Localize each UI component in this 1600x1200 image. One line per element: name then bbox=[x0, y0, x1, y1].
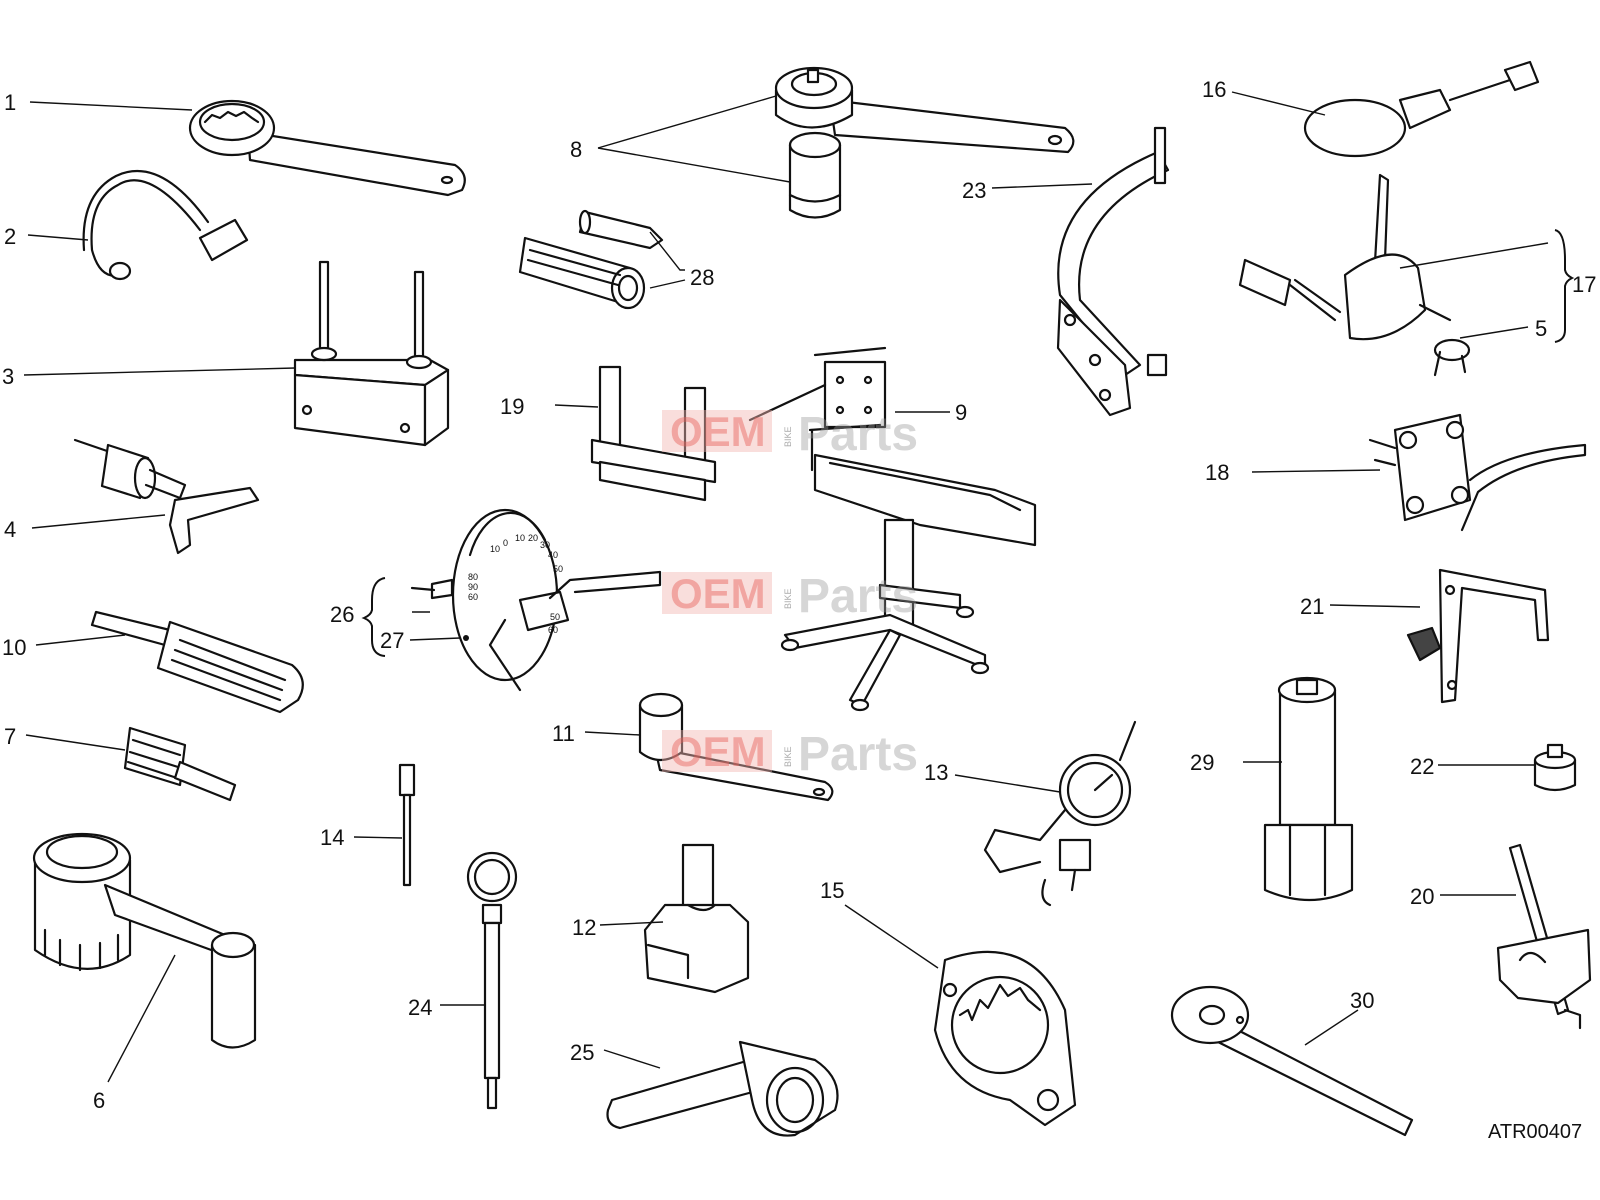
callout-2: 2 bbox=[4, 224, 16, 249]
dial-tick: 90 bbox=[468, 582, 478, 592]
callout-29: 29 bbox=[1190, 750, 1214, 775]
callout-1: 1 bbox=[4, 90, 16, 115]
tool-17-flywheel-tool bbox=[1238, 173, 1471, 377]
dial-tick: 60 bbox=[468, 592, 478, 602]
tool-4-t-puller bbox=[73, 438, 260, 555]
watermark-bike: BIKE bbox=[783, 746, 793, 767]
tool-8-pin-spanner bbox=[774, 66, 1075, 219]
callout-11: 11 bbox=[552, 721, 575, 746]
tool-20-pin-jaw bbox=[1496, 843, 1592, 1030]
tool-26-27-degree-wheel: 10 0 10 20 30 40 50 60 90 80 50 60 bbox=[410, 508, 662, 692]
callout-5: 5 bbox=[1535, 316, 1547, 341]
tool-6-socket-handle bbox=[32, 832, 257, 1049]
tool-12-holder bbox=[643, 843, 750, 994]
callout-20: 20 bbox=[1410, 884, 1434, 909]
tool-30-pin-spanner bbox=[1170, 985, 1414, 1137]
tool-19-gauge bbox=[590, 365, 717, 502]
callout-labels: 1 2 3 4 10 7 6 8 28 19 9 23 16 17 5 18 2… bbox=[2, 77, 1596, 1113]
callout-23: 23 bbox=[962, 178, 986, 203]
watermark-bike: BIKE bbox=[783, 426, 793, 447]
watermark-oem: OEM bbox=[670, 728, 766, 775]
tool-24-bore-gauge bbox=[466, 851, 518, 1110]
tool-1-ring-spanner bbox=[188, 99, 466, 197]
tool-18-puller-plate bbox=[1368, 413, 1587, 532]
tool-9-engine-stand bbox=[748, 346, 1037, 712]
dial-tick: 10 bbox=[515, 533, 525, 543]
tool-14-threaded-rod bbox=[398, 763, 416, 887]
callout-27: 27 bbox=[380, 628, 404, 653]
callout-24: 24 bbox=[408, 995, 432, 1020]
callout-10: 10 bbox=[2, 635, 26, 660]
tool-28-pins bbox=[518, 209, 664, 310]
watermark-oem: OEM bbox=[670, 570, 766, 617]
callout-8: 8 bbox=[570, 137, 582, 162]
leader-lines bbox=[23, 91, 1575, 1083]
watermark-2: OEM BIKE Parts bbox=[662, 570, 918, 623]
dial-tick: 20 bbox=[528, 533, 538, 543]
watermark-parts: Parts bbox=[798, 728, 918, 781]
watermark-1: OEM BIKE Parts bbox=[662, 408, 918, 461]
dial-tick: 80 bbox=[468, 572, 478, 582]
tool-21-bracket-knob bbox=[1406, 568, 1550, 704]
callout-26: 26 bbox=[330, 602, 354, 627]
diagram-code: ATR00407 bbox=[1488, 1121, 1582, 1143]
tool-22-knurled-nut bbox=[1533, 743, 1577, 792]
callout-13: 13 bbox=[924, 760, 948, 785]
callout-17: 17 bbox=[1572, 272, 1596, 297]
callout-14: 14 bbox=[320, 825, 344, 850]
callout-21: 21 bbox=[1300, 594, 1324, 619]
dial-tick: 50 bbox=[550, 612, 560, 622]
tool-10-knurled-rod bbox=[90, 610, 304, 714]
dial-tick: 60 bbox=[548, 625, 558, 635]
dial-tick: 40 bbox=[548, 550, 558, 560]
tool-11-pin-wrench bbox=[638, 692, 834, 802]
callout-7: 7 bbox=[4, 724, 16, 749]
callout-19: 19 bbox=[500, 394, 524, 419]
tool-3-bracket bbox=[293, 260, 450, 447]
dial-tick: 50 bbox=[553, 564, 563, 574]
callout-25: 25 bbox=[570, 1040, 594, 1065]
watermark-oem: OEM bbox=[670, 408, 766, 455]
callout-22: 22 bbox=[1410, 754, 1434, 779]
dial-tick: 30 bbox=[540, 540, 550, 550]
watermark-3: OEM BIKE Parts bbox=[662, 728, 918, 781]
watermark-parts: Parts bbox=[798, 408, 918, 461]
watermark-bike: BIKE bbox=[783, 588, 793, 609]
callout-12: 12 bbox=[572, 915, 596, 940]
tool-15-ring-holder bbox=[933, 950, 1077, 1127]
callout-4: 4 bbox=[4, 517, 16, 542]
callout-15: 15 bbox=[820, 878, 844, 903]
dial-tick-labels: 10 0 10 20 30 40 50 60 90 80 50 60 bbox=[468, 533, 563, 635]
dial-tick: 10 bbox=[490, 544, 500, 554]
callout-28: 28 bbox=[690, 265, 714, 290]
callout-30: 30 bbox=[1350, 988, 1374, 1013]
tool-23-arm bbox=[1056, 126, 1170, 417]
dial-tick: 0 bbox=[503, 538, 508, 548]
callout-3: 3 bbox=[2, 364, 14, 389]
callout-18: 18 bbox=[1205, 460, 1229, 485]
tool-25-ratchet bbox=[606, 1040, 839, 1137]
callout-9: 9 bbox=[955, 400, 967, 425]
callout-16: 16 bbox=[1202, 77, 1226, 102]
tool-13-dial-gauge bbox=[983, 720, 1137, 907]
tool-29-socket bbox=[1263, 676, 1354, 902]
watermark-parts: Parts bbox=[798, 570, 918, 623]
tool-2-bent-pin bbox=[82, 169, 249, 281]
tool-7-knurled-pin bbox=[123, 726, 237, 802]
tool-16-strap-wrench bbox=[1303, 60, 1540, 158]
callout-6: 6 bbox=[93, 1088, 105, 1113]
